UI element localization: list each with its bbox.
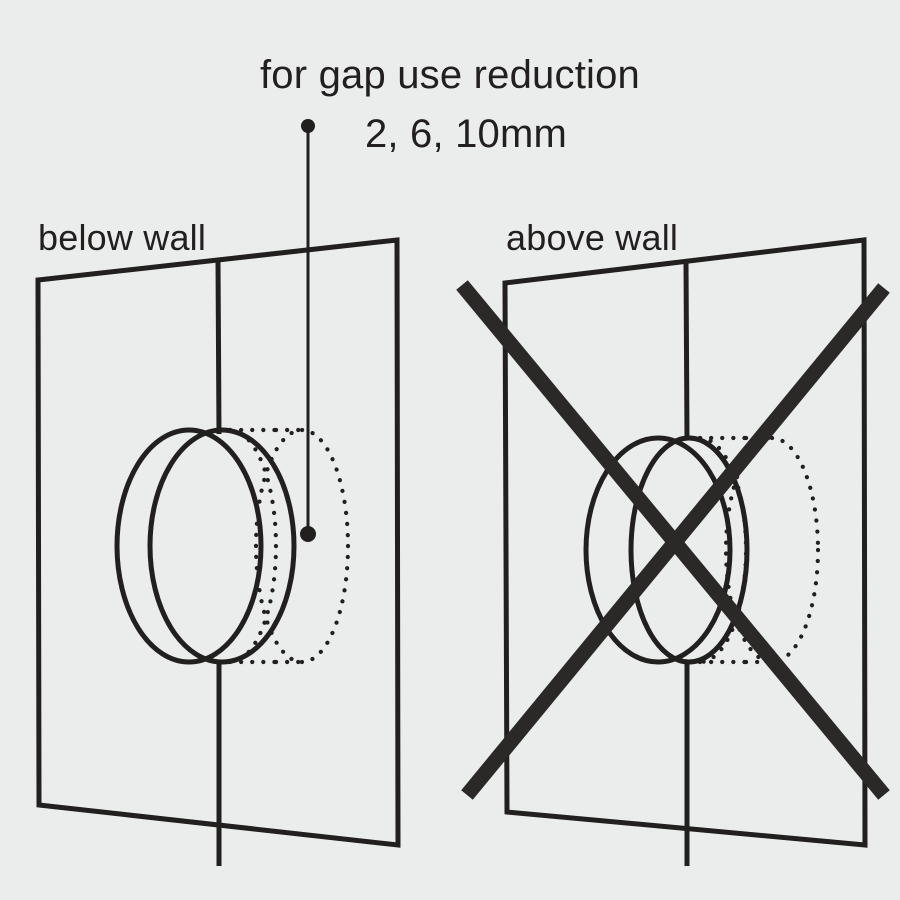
panel-above-wall: above wall	[456, 217, 890, 866]
reduction-ghost-below	[227, 427, 351, 665]
reduction-ghost-above	[697, 435, 821, 665]
invalid-cross-icon	[456, 280, 890, 800]
duct-front-ellipse-above	[628, 435, 750, 665]
wall-outline-below	[35, 237, 401, 848]
callout-line-2: 2, 6, 10mm	[365, 112, 567, 156]
panel-below-wall: below wall	[35, 217, 401, 866]
duct-back-ellipse-below	[114, 427, 264, 665]
wall-outline-above	[502, 237, 868, 848]
leader-dot-top-icon	[301, 119, 315, 133]
callout-line-1: for gap use reduction	[260, 53, 640, 97]
wall-seam-upper-above	[683, 261, 690, 441]
leader-dot-bottom-icon	[300, 526, 316, 542]
duct-back-ellipse-above	[583, 435, 733, 665]
duct-front-ellipse-below	[147, 427, 297, 665]
panel-label-below-wall: below wall	[38, 217, 206, 258]
panel-label-above-wall: above wall	[506, 217, 678, 258]
wall-seam-upper-below	[215, 259, 222, 435]
